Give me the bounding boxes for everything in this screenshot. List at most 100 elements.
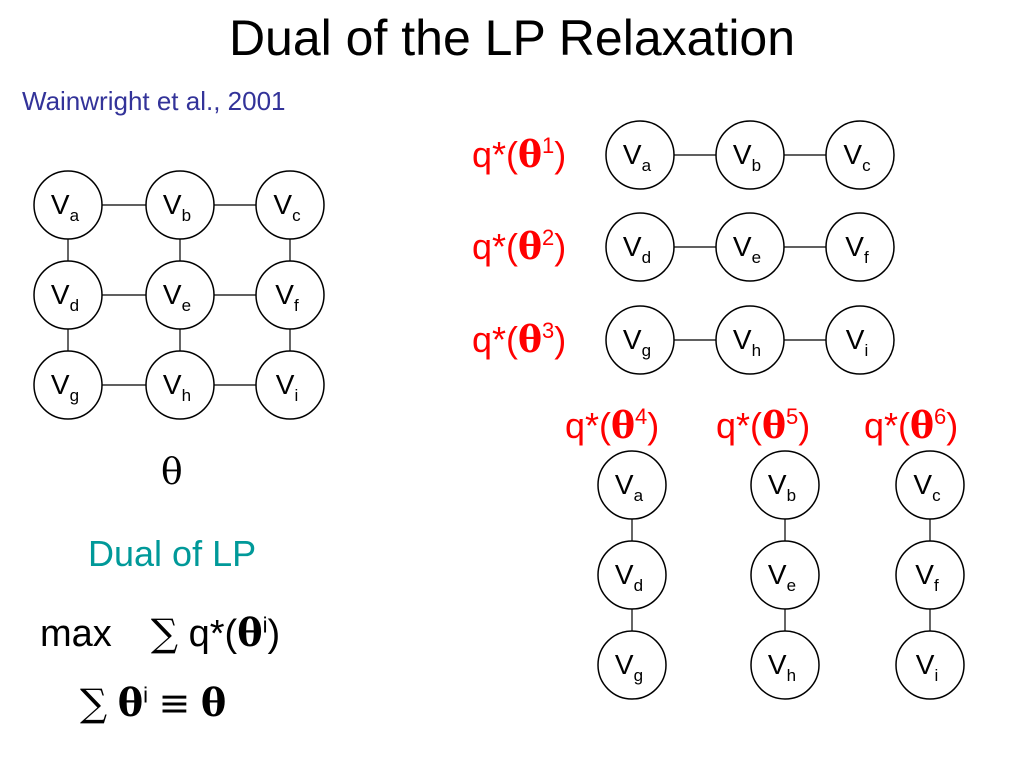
node-label: Vi [276, 369, 298, 405]
dual-constraint: ∑ θi ≡ θ [80, 680, 226, 727]
node-ve: Ve [145, 260, 215, 330]
node-va: Va [597, 450, 667, 520]
theta-symbol: θ [117, 680, 144, 725]
node-label: Vc [273, 189, 301, 225]
node-circle [605, 212, 675, 282]
node-circle [33, 260, 103, 330]
node-vb: Vb [750, 450, 820, 520]
node-label: Vb [768, 469, 796, 505]
node-circle [145, 170, 215, 240]
node-label: Ve [768, 559, 796, 595]
node-circle [255, 350, 325, 420]
node-vd: Vd [605, 212, 675, 282]
node-label: Vi [916, 649, 938, 685]
node-label: Vd [623, 231, 651, 267]
node-circle [825, 120, 895, 190]
node-vc: Vc [895, 450, 965, 520]
row-label-2: q*(θ2) [472, 225, 566, 268]
node-label: Vf [915, 559, 939, 595]
node-ve: Ve [715, 212, 785, 282]
theta-symbol: θ [237, 610, 263, 655]
max-word: max [40, 613, 112, 655]
column-label-6: q*(θ6) [864, 404, 958, 447]
node-circle [145, 260, 215, 330]
node-ve: Ve [750, 540, 820, 610]
node-circle [605, 120, 675, 190]
node-circle [895, 450, 965, 520]
node-circle [715, 305, 785, 375]
node-circle [597, 630, 667, 700]
node-label: Va [623, 139, 652, 175]
node-label: Vd [615, 559, 643, 595]
q-open: q*( [188, 613, 238, 655]
node-circle [145, 350, 215, 420]
node-circle [33, 170, 103, 240]
node-circle [255, 260, 325, 330]
node-vd: Vd [33, 260, 103, 330]
theta-symbol-rhs: θ [200, 680, 227, 725]
node-vd: Vd [597, 540, 667, 610]
node-circle [895, 630, 965, 700]
node-label: Vb [163, 189, 191, 225]
node-label: Vh [768, 649, 796, 685]
node-circle [33, 350, 103, 420]
node-vi: Vi [255, 350, 325, 420]
index-superscript: i [262, 612, 268, 638]
node-label: Va [615, 469, 644, 505]
index-superscript: i [143, 682, 148, 708]
equivalence-symbol: ≡ [158, 681, 191, 725]
node-circle [750, 630, 820, 700]
node-label: Vg [615, 649, 643, 685]
node-label: Vb [733, 139, 761, 175]
node-circle [825, 305, 895, 375]
node-vc: Vc [825, 120, 895, 190]
node-vf: Vf [255, 260, 325, 330]
node-circle [255, 170, 325, 240]
node-vh: Vh [145, 350, 215, 420]
citation: Wainwright et al., 2001 [22, 86, 286, 116]
node-circle [895, 540, 965, 610]
sum-symbol: ∑ [80, 681, 108, 725]
node-label: Vf [275, 279, 299, 315]
node-label: Vh [733, 324, 761, 360]
node-vh: Vh [750, 630, 820, 700]
node-label: Vc [913, 469, 941, 505]
node-vh: Vh [715, 305, 785, 375]
node-label: Ve [733, 231, 761, 267]
dual-heading: Dual of LP [88, 533, 257, 574]
node-label: Vi [846, 324, 868, 360]
node-vf: Vf [895, 540, 965, 610]
node-label: Vd [51, 279, 79, 315]
column-label-4: q*(θ4) [565, 404, 659, 447]
node-label: Vf [845, 231, 869, 267]
node-vf: Vf [825, 212, 895, 282]
column-label-5: q*(θ5) [716, 404, 810, 447]
sum-symbol: ∑ [150, 611, 179, 655]
node-circle [750, 450, 820, 520]
node-circle [825, 212, 895, 282]
row-label-1: q*(θ1) [472, 133, 566, 176]
close-paren: ) [267, 613, 281, 655]
node-vg: Vg [597, 630, 667, 700]
node-vi: Vi [895, 630, 965, 700]
node-vb: Vb [715, 120, 785, 190]
slide-title: Dual of the LP Relaxation [228, 10, 796, 66]
row-label-3: q*(θ3) [472, 318, 566, 361]
theta-symbol: θ [161, 452, 183, 493]
node-vb: Vb [145, 170, 215, 240]
node-circle [605, 305, 675, 375]
node-circle [750, 540, 820, 610]
dual-objective: max ∑ q*(θi) [40, 610, 280, 657]
node-circle [597, 450, 667, 520]
node-circle [715, 212, 785, 282]
node-label: Vg [51, 369, 79, 405]
node-label: Vc [843, 139, 871, 175]
node-vc: Vc [255, 170, 325, 240]
node-label: Vh [163, 369, 191, 405]
node-vg: Vg [605, 305, 675, 375]
node-circle [715, 120, 785, 190]
node-label: Va [51, 189, 80, 225]
node-vg: Vg [33, 350, 103, 420]
node-vi: Vi [825, 305, 895, 375]
